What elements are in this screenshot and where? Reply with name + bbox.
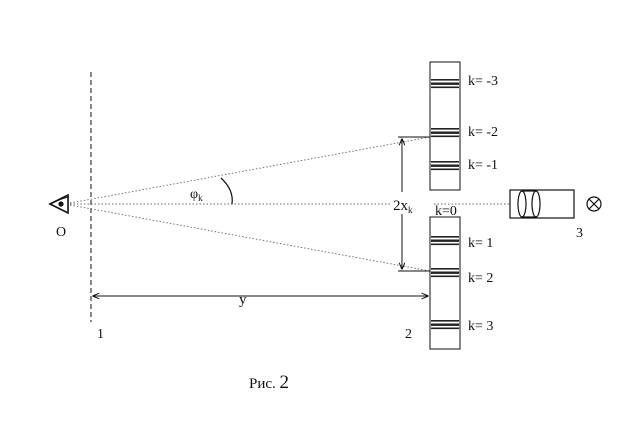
half-width-label: 2xk xyxy=(393,198,413,215)
order-label: k= 3 xyxy=(468,319,493,334)
ray-upper xyxy=(69,136,431,204)
lamp-source-icon xyxy=(586,196,602,212)
marker-1-label: 1 xyxy=(97,327,104,342)
order-label: k= 1 xyxy=(468,236,493,251)
screen-upper-panel xyxy=(429,61,461,191)
order-label: k= -1 xyxy=(468,158,498,173)
fringe-k-minus-2 xyxy=(431,128,459,138)
fringe-k-3 xyxy=(431,320,459,330)
eye-icon xyxy=(48,193,69,215)
angle-label: φk xyxy=(190,187,203,203)
fringe-k-minus-1 xyxy=(431,161,459,171)
fringe-k-1 xyxy=(431,236,459,246)
ray-lower xyxy=(69,204,431,272)
fringe-k-minus-3 xyxy=(431,79,459,89)
fringe-k-2 xyxy=(431,268,459,278)
angle-arc xyxy=(220,177,233,205)
lamp-housing xyxy=(509,189,575,219)
figure-caption: Рис. 2 xyxy=(249,372,289,393)
order-label: k=0 xyxy=(435,204,457,219)
marker-3-label: 3 xyxy=(576,226,583,241)
order-label: k= -2 xyxy=(468,125,498,140)
observer-label: O xyxy=(56,225,66,240)
order-label: k= 2 xyxy=(468,271,493,286)
distance-label: y xyxy=(239,292,247,308)
order-label: k= -3 xyxy=(468,74,498,89)
marker-2-label: 2 xyxy=(405,327,412,342)
screen-lower-panel xyxy=(429,216,461,350)
